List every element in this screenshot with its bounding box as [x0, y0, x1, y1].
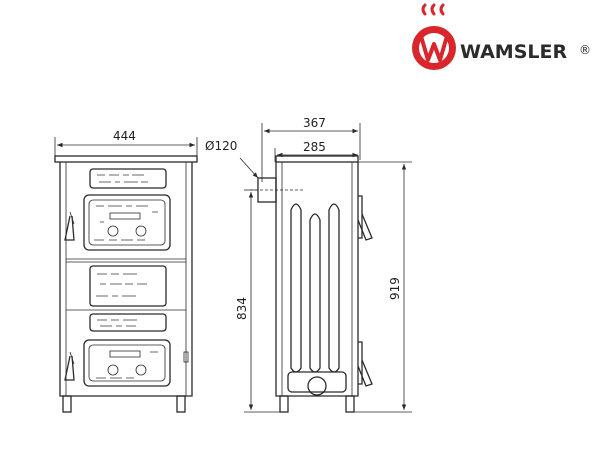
dimension-height-total: 919	[354, 161, 412, 413]
front-body	[59, 162, 193, 397]
height-to-flue-label: 834	[235, 297, 249, 320]
side-upper-bracket	[358, 195, 363, 239]
front-leg-left	[62, 395, 72, 413]
front-width-label: 444	[113, 129, 136, 143]
upper-door-knob-right	[135, 225, 147, 237]
height-total-label: 919	[388, 277, 402, 300]
side-leg-right	[345, 395, 355, 413]
side-depth-body-label: 285	[303, 140, 326, 154]
flue-diameter-label: Ø120	[205, 139, 237, 153]
lower-vent-panel	[89, 313, 167, 332]
top-vent-panel	[89, 168, 167, 189]
dimension-flue-diameter: Ø120	[205, 139, 259, 179]
side-lower-handle	[357, 359, 373, 387]
dimension-front-width: 444	[54, 129, 198, 158]
side-upper-handle	[357, 213, 373, 241]
stove-front-view: 444	[54, 129, 198, 413]
registered-mark: ®	[579, 43, 591, 57]
top-plate	[54, 155, 198, 163]
middle-oven-door	[89, 265, 167, 307]
lower-ash-door	[83, 339, 171, 387]
side-leg-left	[279, 395, 289, 413]
lower-door-knob-left	[107, 364, 119, 376]
side-plinth	[287, 371, 347, 393]
side-body	[275, 162, 359, 397]
side-depth-total-label: 367	[303, 116, 326, 130]
lower-door-handle	[64, 355, 75, 381]
dimension-side-depth-total: 367	[261, 116, 361, 182]
dimension-side-depth-body: 285	[274, 140, 358, 162]
upper-door-slot	[109, 212, 141, 220]
stove-side-view: 367 285 Ø120	[205, 116, 412, 413]
side-lower-bracket	[358, 341, 363, 385]
cooling-ribs	[290, 203, 340, 373]
front-leg-right	[176, 395, 186, 413]
upper-door-handle	[64, 215, 75, 241]
dimension-height-to-flue: 834	[235, 189, 280, 413]
upper-firebox-door	[83, 194, 171, 251]
brand-name: WAMSLER	[460, 41, 567, 63]
lower-door-knob-right	[135, 364, 147, 376]
brand-logo: WAMSLER ®	[412, 3, 591, 70]
side-top-plate	[275, 155, 359, 163]
lower-door-slot	[109, 350, 141, 358]
upper-door-knob-left	[107, 225, 119, 237]
air-inlet	[307, 376, 327, 396]
flame-icon	[412, 3, 456, 70]
